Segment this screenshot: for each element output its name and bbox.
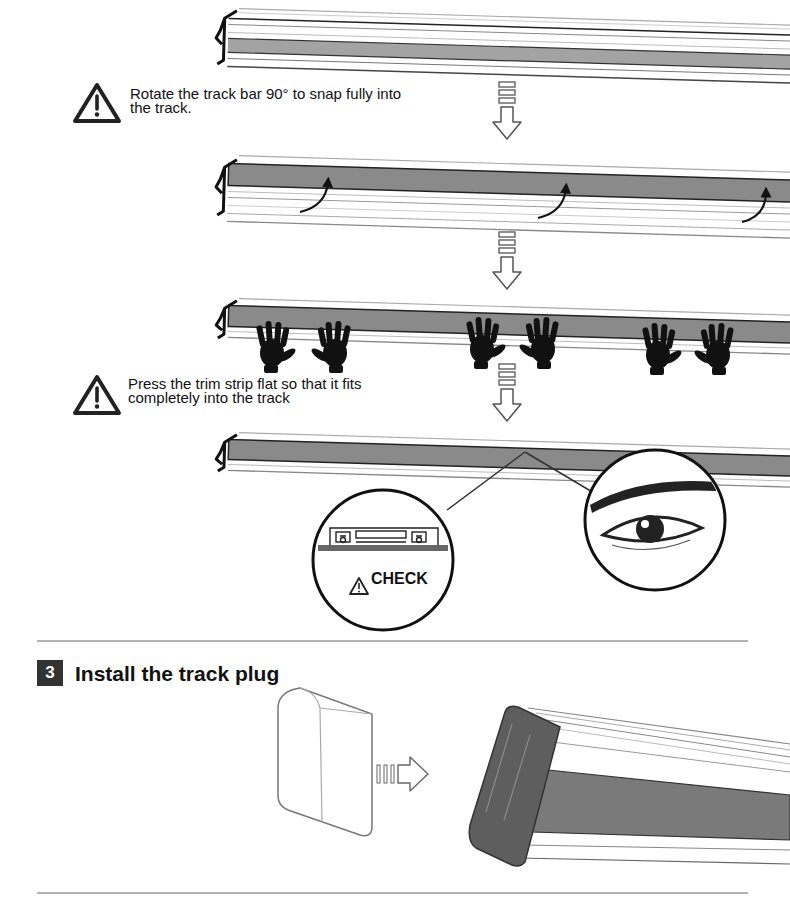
track-plug	[278, 688, 372, 836]
track-end	[532, 770, 790, 840]
track	[239, 9, 790, 26]
track-end	[552, 742, 790, 772]
illustration	[493, 364, 521, 421]
hand-icons	[256, 321, 298, 373]
eye-icon	[590, 481, 716, 513]
check-warning-symbol	[358, 591, 360, 593]
step-number-text: 3	[45, 664, 54, 683]
eye-icon	[636, 515, 664, 543]
warning-note: Press the trim strip flat so that it fit…	[128, 377, 408, 405]
insert-arrow	[377, 765, 380, 783]
track-end	[469, 706, 560, 866]
track	[228, 58, 790, 75]
track-end	[486, 724, 530, 820]
track-cross-section	[341, 538, 346, 543]
track	[228, 38, 790, 70]
track-cross-section	[417, 538, 422, 543]
track	[227, 66, 790, 83]
hand-icons	[642, 323, 684, 375]
track-cross-section	[340, 536, 422, 542]
hand-icons	[693, 323, 735, 375]
track	[228, 38, 790, 69]
track-cross-section	[356, 531, 406, 538]
rotate-arrow	[300, 182, 766, 222]
track-cross-section	[318, 528, 448, 551]
track	[227, 213, 790, 230]
track	[227, 8, 790, 88]
warning-note: Rotate the track bar 90° to snap fully i…	[130, 87, 420, 115]
track	[228, 163, 790, 203]
separator-line	[37, 892, 748, 894]
check-warning-symbol	[350, 578, 368, 594]
track	[227, 155, 790, 243]
rotate-arrow	[538, 188, 566, 218]
track	[215, 159, 237, 216]
insert-arrow	[384, 765, 387, 783]
leader-line	[447, 452, 594, 510]
check-label: CHECK	[371, 570, 428, 588]
insert-arrow	[377, 757, 428, 791]
track-plug	[320, 708, 372, 714]
track-cross-section	[330, 528, 438, 545]
illustration	[493, 82, 521, 139]
magnifier-circle	[313, 490, 453, 630]
track-end	[469, 706, 790, 868]
track	[216, 434, 237, 472]
hand-icons	[256, 317, 734, 375]
track	[215, 155, 790, 243]
track-cross-section	[336, 532, 350, 542]
magnifier-circle	[313, 490, 453, 630]
check-warning-symbol	[358, 583, 360, 589]
separator-line	[37, 640, 748, 642]
track	[215, 8, 790, 88]
check-warning-symbol	[350, 578, 368, 594]
track-cross-section	[412, 532, 426, 542]
illustration	[75, 377, 119, 413]
track	[216, 300, 237, 339]
illustration	[75, 85, 119, 121]
illustration	[493, 232, 521, 289]
check-magnifier: CHECK	[313, 490, 453, 630]
hand-icons	[518, 317, 560, 369]
insert-arrow	[398, 757, 428, 791]
track-end	[528, 708, 790, 744]
track	[229, 24, 790, 41]
hand-icons	[310, 321, 352, 373]
eye-icon	[612, 540, 690, 549]
track-end	[520, 858, 790, 864]
insert-arrow	[391, 765, 394, 783]
magnifier-circle	[585, 450, 725, 590]
rotate-arrow	[300, 182, 328, 212]
magnifier-ground	[313, 490, 453, 630]
track-cross-section	[318, 545, 448, 551]
eye-icon	[641, 520, 649, 528]
track	[215, 10, 237, 65]
rotate-arrow	[742, 192, 766, 222]
hand-icons	[466, 317, 508, 369]
track-end	[525, 845, 790, 850]
track	[228, 197, 790, 214]
track-plug	[300, 688, 322, 822]
step-number: 3	[37, 660, 63, 686]
track-plug	[278, 688, 372, 836]
track-end	[546, 720, 790, 757]
step-heading: Install the track plug	[75, 661, 279, 687]
eye-icon	[590, 481, 716, 550]
